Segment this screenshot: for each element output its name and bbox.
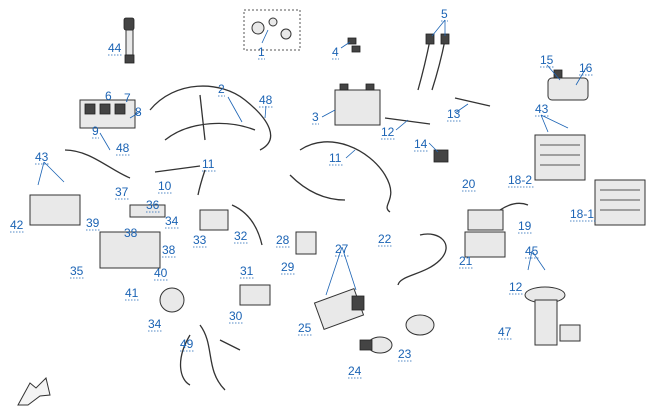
part-21-switch[interactable] [464,209,506,258]
part-14-cable[interactable] [454,97,491,107]
callout-32[interactable]: 33 [193,233,207,247]
callout-17[interactable]: 16 [579,61,593,75]
callout-42[interactable]: 41 [125,286,139,300]
callout-21[interactable]: 21 [459,254,473,268]
callout-48a[interactable]: 48 [259,93,273,107]
part-18-2-regulator[interactable] [534,134,586,181]
part-31-lead[interactable] [231,204,263,246]
callout-10[interactable]: 10 [158,179,172,193]
part-47-pump[interactable] [524,286,581,346]
part-19-hose[interactable] [499,202,529,211]
part-36-cover[interactable] [129,204,166,218]
callout-44b[interactable]: 43 [535,102,549,116]
part-34-horn[interactable] [159,287,185,313]
part-6-7-relay-block[interactable] [79,99,136,129]
part-32-coil[interactable] [199,209,229,231]
callout-43[interactable]: 42 [10,218,24,232]
callout-16[interactable]: 15 [540,53,554,67]
part-5-leads[interactable] [417,33,450,91]
callout-35[interactable]: 35 [70,264,84,278]
callout-33[interactable]: 34 [165,214,179,228]
callout-14[interactable]: 13 [447,107,461,121]
part-43-module[interactable] [29,194,81,226]
callout-27[interactable]: 28 [276,233,290,247]
callout-48b[interactable]: 48 [116,141,130,155]
callout-18-2[interactable]: 18-2 [508,173,532,187]
callout-24[interactable]: 24 [348,364,362,378]
callout-31[interactable]: 32 [234,229,248,243]
callout-4[interactable]: 4 [332,45,339,59]
part-27-relay[interactable] [295,231,317,255]
callout-13b[interactable]: 12 [509,280,523,294]
part-23-clamp[interactable] [405,314,435,336]
part-13-cable[interactable] [384,117,431,125]
callout-38-static[interactable]: 38 [124,226,138,240]
callout-11-static[interactable]: 11 [202,157,215,171]
callout-18-1[interactable]: 18-1 [570,207,594,221]
callout-46[interactable]: 45 [525,244,539,258]
callout-8[interactable]: 8 [135,105,142,119]
part-12-harness[interactable] [289,141,392,213]
callout-41[interactable]: 40 [154,266,168,280]
callout-5[interactable]: 5 [441,7,448,21]
callout-47[interactable]: 47 [498,325,512,339]
callout-49[interactable]: 49 [180,337,194,351]
callout-7[interactable]: 7 [124,91,131,105]
callout-9[interactable]: 9 [92,124,99,138]
callout-6[interactable]: 6 [105,89,112,103]
part-49-harness[interactable] [179,324,241,391]
part-18-1-regulator[interactable] [594,179,646,226]
callout-22[interactable]: 22 [378,232,392,246]
part-29-bracket[interactable] [239,284,271,306]
part-10-strip[interactable] [154,165,201,173]
part-25-ecu[interactable] [313,288,365,330]
part-45-sensor[interactable] [123,17,135,64]
callout-28[interactable]: 29 [281,260,295,274]
callout-12[interactable]: 11 [329,151,342,165]
callout-30[interactable]: 31 [240,264,254,278]
callout-40[interactable]: 39 [86,216,100,230]
part-35-fuse-box[interactable] [99,231,161,269]
part-22-wire[interactable] [397,233,447,286]
callout-15[interactable]: 14 [414,137,428,151]
leader-lines [37,19,587,296]
callout-29[interactable]: 30 [229,309,243,323]
callout-13[interactable]: 12 [381,125,395,139]
callout-2[interactable]: 2 [218,82,225,96]
part-3-battery[interactable] [334,83,381,126]
callout-26[interactable]: 27 [335,242,349,256]
callout-23[interactable]: 23 [398,347,412,361]
callout-39[interactable]: 38 [162,243,176,257]
callout-19[interactable]: 19 [518,219,532,233]
part-9-wire[interactable] [64,149,131,179]
part-24-sensor[interactable] [359,336,393,354]
front-direction-arrow-icon [17,377,51,406]
callout-36[interactable]: 36 [146,198,160,212]
callout-34-static[interactable]: 34 [148,317,162,331]
callout-3-static[interactable]: 3 [312,110,319,124]
callout-labels: 44 1 4 5 6 7 8 2 48 4 3 9 48 43 12 13 14… [10,7,596,379]
callout-45[interactable]: 44 [108,41,122,55]
part-11-hose[interactable] [197,169,206,196]
callout-37[interactable]: 37 [115,185,129,199]
part-2-main-harness[interactable] [149,85,272,151]
part-1-kit[interactable] [243,9,301,51]
callout-44a[interactable]: 43 [35,150,49,164]
part-4-connector[interactable] [347,37,361,53]
callout-20[interactable]: 20 [462,177,476,191]
part-15-connector[interactable] [433,149,449,163]
callout-25[interactable]: 25 [298,321,312,335]
callout-1[interactable]: 1 [258,45,265,59]
